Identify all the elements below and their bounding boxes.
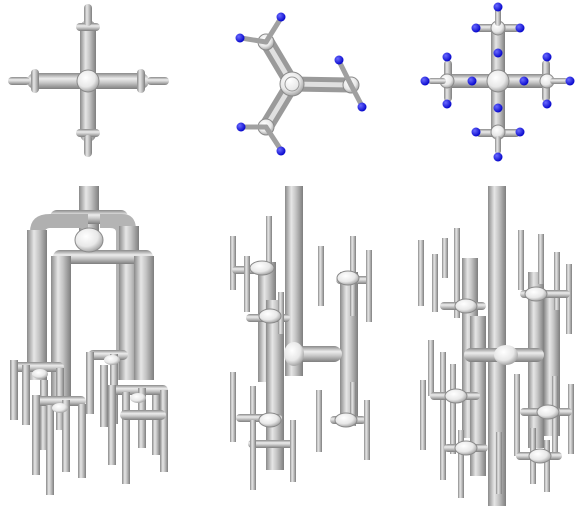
side-view-three-arm-manifold: [230, 186, 372, 490]
blue-tip-markers: [420, 2, 575, 162]
side-view-branched-tree: [10, 186, 168, 495]
top-view-four-arm-with-blue-tips: [420, 2, 575, 162]
top-view-cross: [8, 4, 169, 157]
side-view-four-arm-manifold: [418, 186, 574, 506]
top-view-three-arm-with-blue-tips: [235, 12, 367, 156]
blue-tip-markers: [235, 12, 367, 156]
